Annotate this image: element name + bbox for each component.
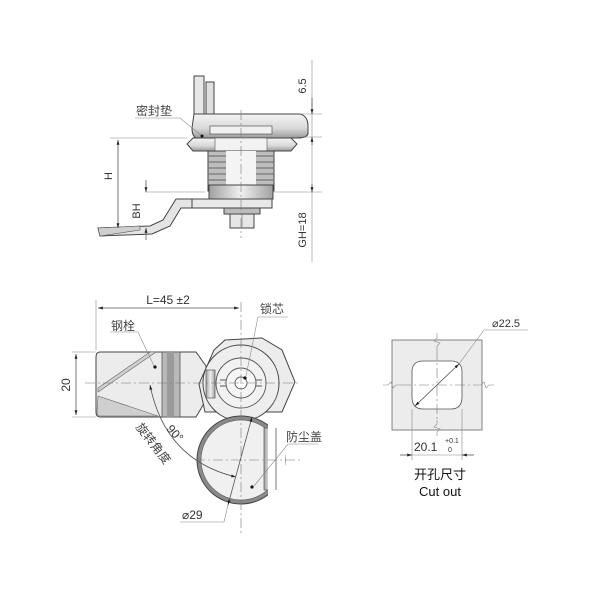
lock-core-label: 锁芯 [260, 301, 284, 316]
lock-flange [191, 75, 309, 139]
dust-cover-label: 防尘盖 [286, 429, 322, 444]
lock-head [198, 337, 296, 422]
tolerance-lower: 0 [448, 447, 452, 454]
cutout-view: ⌀22.5 20.1 +0.1 0 [383, 318, 528, 460]
front-view: L=45 ±2 20 钢栓 锁芯 90° 旋转角度 防尘盖 ⌀29 [59, 293, 322, 535]
cutout-width-label: 20.1 [414, 440, 438, 454]
cam-bar-label: 钢栓 [111, 318, 135, 333]
flange-thickness-label: 6.5 [297, 78, 309, 93]
gasket-label: 密封垫 [136, 103, 172, 118]
tolerance-upper: +0.1 [445, 438, 459, 445]
cam-arm [97, 198, 273, 237]
cam-bar [95, 351, 207, 418]
gh-dimension-label: GH=18 [297, 212, 309, 247]
bottom-nut [223, 207, 261, 229]
length-dimension-label: L=45 ±2 [146, 293, 190, 307]
cutout-caption-cn: 开孔尺寸 [413, 467, 466, 482]
bh-dimension-label: BH [131, 203, 143, 218]
diameter-29-label: ⌀29 [182, 508, 203, 522]
height-dimension-label: 20 [59, 378, 73, 392]
side-view: 密封垫 H BH 6.5 GH=18 [97, 60, 322, 262]
cutout-caption: 开孔尺寸 Cut out [395, 466, 485, 500]
cutout-caption-en: Cut out [419, 484, 461, 499]
cutout-diameter-label: ⌀22.5 [492, 318, 520, 330]
angle-label: 90° [164, 422, 187, 445]
h-dimension-label: H [103, 172, 115, 180]
hex-nut [186, 137, 298, 152]
